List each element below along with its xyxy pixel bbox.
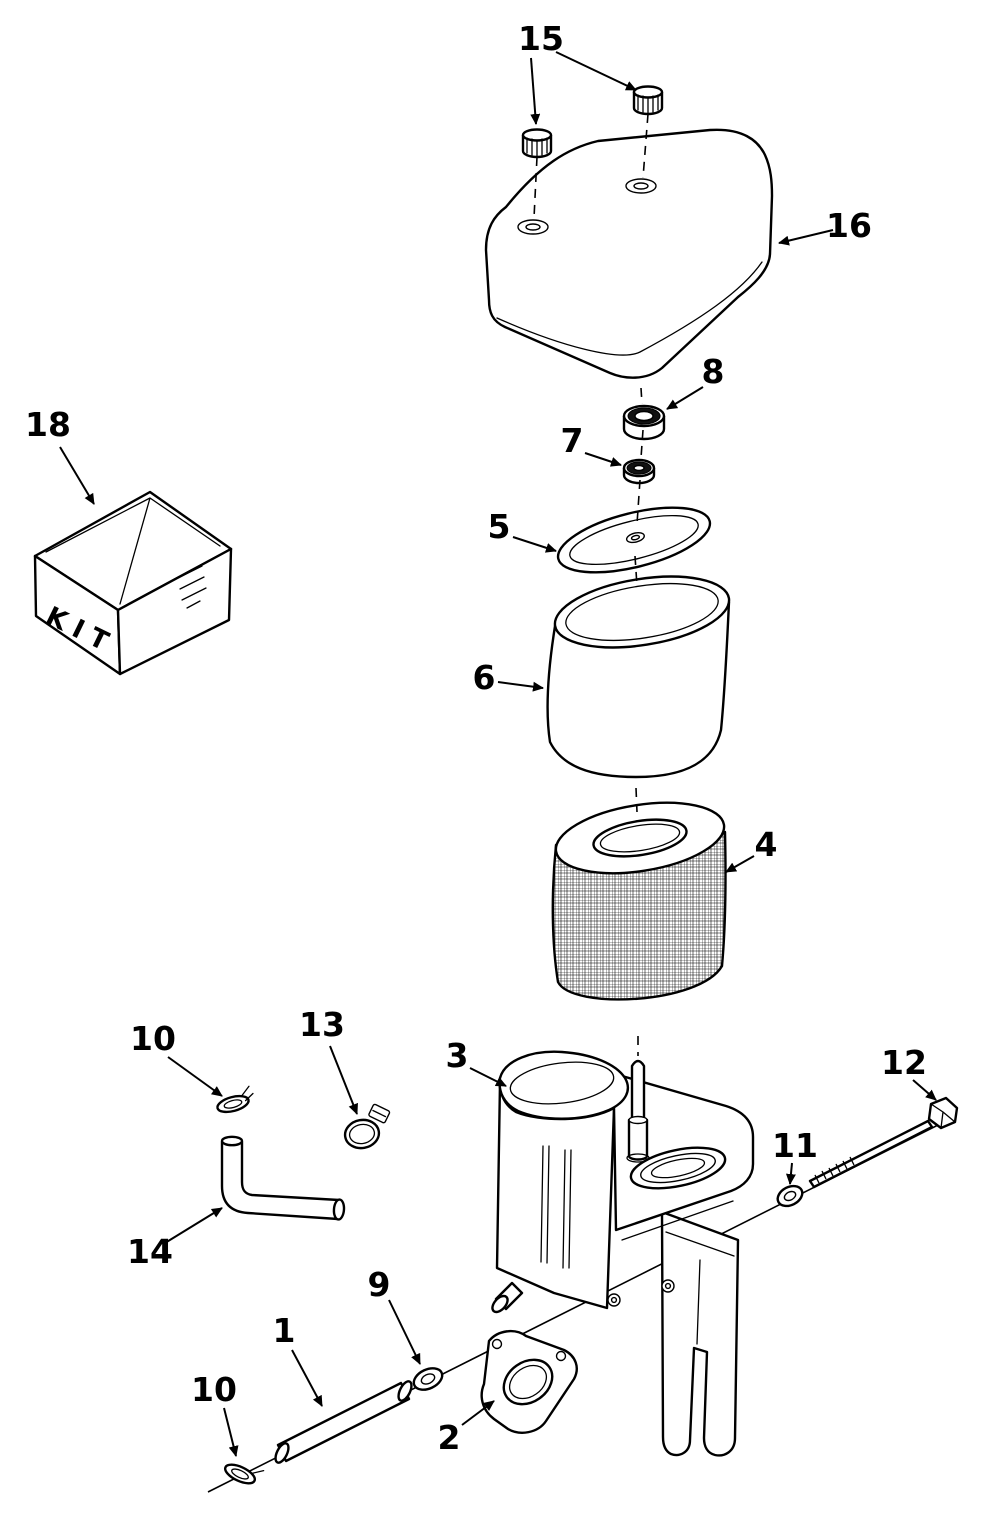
base-opening [498,1050,630,1120]
callout-6-label: 6 [473,658,496,697]
leader-10-upper [167,1056,223,1097]
callout-1-label: 1 [273,1311,296,1350]
part-washer-tube [412,1367,444,1391]
callout-labels: 15 16 8 7 5 6 4 18 3 10 13 14 12 11 9 1 … [25,19,927,1457]
kit-box-side [116,547,233,676]
kit-box-marking [177,565,207,609]
leader-18 [59,446,95,505]
callout-10-lower-label: 10 [191,1370,237,1409]
part-wing-caps [521,85,664,159]
part-hose-clamp [343,1103,391,1150]
part-bolt [808,1096,959,1189]
leader-7 [584,452,622,467]
centerlines [533,113,649,1056]
leader-10-lower [223,1407,239,1457]
leader-6 [497,681,544,692]
callout-3-label: 3 [446,1036,469,1075]
callout-7-label: 7 [561,421,584,460]
part-plate [556,506,712,574]
part-cover [484,128,774,379]
callout-11-label: 11 [772,1126,818,1165]
leader-3 [469,1067,507,1087]
leader-lines [59,51,937,1457]
callout-14-label: 14 [127,1232,173,1271]
base-boss [491,1281,524,1314]
part-filter-cartridge [551,801,727,1001]
base-bracket [660,1210,740,1457]
leader-14 [164,1207,223,1244]
part-gasket [480,1329,578,1434]
leader-4 [725,855,755,873]
callout-12-label: 12 [881,1043,927,1082]
leader-15b [555,51,637,91]
leader-1 [291,1349,323,1407]
leader-8 [666,386,704,410]
leader-16 [778,229,834,246]
leader-13 [329,1045,358,1115]
part-tube [274,1380,413,1464]
part-base [491,1050,755,1457]
leader-5 [512,536,557,553]
part-cup-washer [622,458,656,485]
leader-9 [388,1299,421,1365]
leader-2 [461,1400,495,1426]
gasket-bolt-hole [491,1338,503,1350]
part-kit-box: KIT [33,490,233,676]
part-washer-bolt [776,1184,804,1208]
part-clamp-upper [216,1085,254,1114]
callout-8-label: 8 [702,352,725,391]
callout-9-label: 9 [368,1265,391,1304]
callout-15-label: 15 [518,19,564,58]
leader-11 [785,1162,796,1185]
callout-16-label: 16 [826,206,872,245]
leader-15a [530,57,541,125]
part-breather-tube [220,1135,346,1221]
gasket-bolt-hole [555,1350,567,1362]
callout-2-label: 2 [438,1418,461,1457]
base-stud [626,1059,650,1163]
callout-18-label: 18 [25,405,71,444]
callout-5-label: 5 [488,507,511,546]
bolt-shank [808,1119,934,1189]
part-grommet [622,404,666,441]
callout-13-label: 13 [299,1005,345,1044]
leader-12 [912,1079,937,1101]
part-precleaner [546,575,731,779]
callout-4-label: 4 [755,825,778,864]
part-clamp-lower [224,1463,265,1485]
callout-10-upper-label: 10 [130,1019,176,1058]
